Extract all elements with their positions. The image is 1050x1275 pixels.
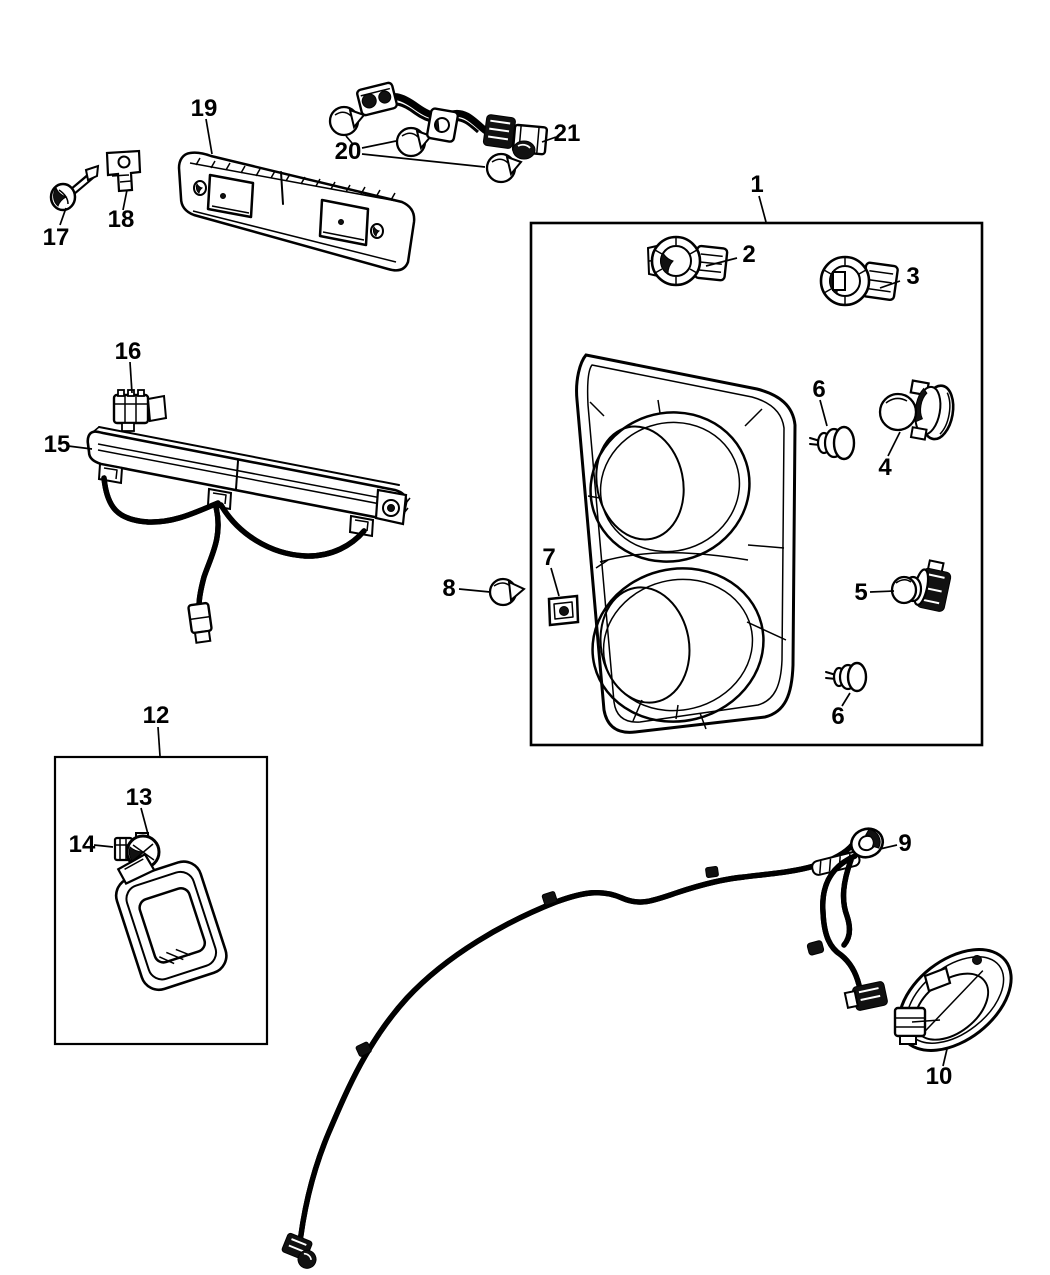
kit-box-1: [529, 221, 984, 747]
rear-body-wiring-harness: [281, 827, 888, 1269]
callout-9: 9: [898, 830, 911, 857]
callout-8: 8: [442, 575, 455, 602]
part-1-tail-lamp: [575, 353, 797, 734]
kit-box-12: [53, 755, 269, 1046]
part-4-bulb-socket: [878, 379, 955, 441]
part-3-socket: [819, 255, 899, 307]
part-8-bulb: [488, 577, 526, 607]
part-2-socket: [646, 235, 729, 287]
part-17-screw: [49, 164, 100, 212]
part-15-chmsl-lamp: [86, 426, 411, 644]
part-18-clip: [105, 149, 142, 193]
callout-19: 19: [191, 95, 218, 122]
callout-20: 20: [335, 138, 362, 165]
callout-16: 16: [115, 338, 142, 365]
callout-10: 10: [926, 1063, 953, 1090]
callout-3: 3: [906, 263, 919, 290]
callout-15: 15: [44, 431, 71, 458]
callout-2: 2: [742, 241, 755, 268]
callout-21: 21: [554, 120, 581, 147]
part-10-side-marker-lamp: [893, 948, 1013, 1052]
callout-17: 17: [43, 224, 70, 251]
callout-14: 14: [69, 831, 96, 858]
callout-18: 18: [108, 206, 135, 233]
part-16-connector: [112, 389, 168, 432]
callout-6-top: 6: [812, 376, 825, 403]
part-19-bezel-panel: [177, 151, 416, 272]
part-21-wiring-harness: [356, 81, 549, 160]
license-lamp-housing: [114, 852, 228, 992]
part-9-grommet: [849, 827, 885, 859]
part-7-clip: [547, 594, 580, 627]
part-6-plug-bottom: [825, 661, 868, 693]
callout-13: 13: [126, 784, 153, 811]
part-6-plug-top: [809, 425, 856, 461]
part-20-bulbs: [328, 105, 523, 184]
callout-7: 7: [542, 544, 555, 571]
part-5-socket: [890, 559, 952, 612]
callout-12: 12: [143, 702, 170, 729]
callout-4: 4: [878, 454, 892, 481]
callout-5: 5: [854, 579, 867, 606]
callout-1: 1: [750, 171, 763, 198]
callout-6-bottom: 6: [831, 703, 844, 730]
